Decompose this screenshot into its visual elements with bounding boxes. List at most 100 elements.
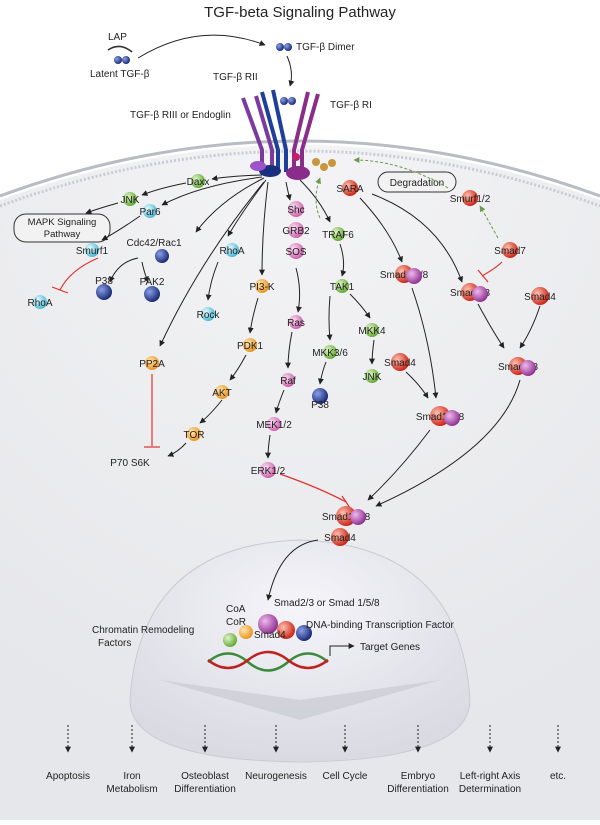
lap-arc: [107, 45, 133, 53]
edge-raf-mek: [274, 389, 285, 414]
label-par6: Par6: [139, 207, 161, 218]
molecule-rock: [201, 307, 215, 321]
inhibit-smurf1-rhoa-bar: [51, 286, 69, 294]
molecule-sara: [342, 180, 358, 196]
edge-rhoa-rock: [205, 261, 219, 301]
edge-akt-tor: [199, 399, 223, 424]
edge-par6-smurf1: [101, 215, 141, 241]
label-tak1: TAK1: [330, 282, 355, 293]
edge-gene-target: [329, 643, 355, 656]
receptor-kinase-purple: [286, 166, 310, 180]
nucleus-chromatin-line2: Factors: [98, 638, 131, 649]
mapk-box: [13, 213, 111, 243]
outcome-label-5: Embryo: [401, 771, 436, 782]
molecule-rhoa1: [33, 295, 47, 309]
label-p38b: P38: [311, 400, 329, 411]
diagram-title: TGF-beta Signaling Pathway: [204, 4, 396, 21]
degradation-label: Degradation: [390, 178, 444, 189]
edge-smad158-final: [367, 429, 431, 501]
inhibit-erk-smad: [279, 473, 347, 503]
edge-sara-smad158: [359, 197, 403, 263]
nucleus-protein-1: [239, 625, 253, 639]
bound-tgfb-ball-a: [280, 97, 288, 105]
edge-pi3k-pdk1: [247, 297, 259, 334]
edge-sara-smad23: [371, 193, 464, 283]
latent-tgfb-ball-a: [114, 56, 122, 64]
mapk-label-line1: MAPK Signaling: [28, 217, 97, 228]
edge-receptor-pi3k: [259, 181, 269, 276]
tgfb-riii-label: TGF-β RIII or Endoglin: [130, 110, 231, 121]
inhibitions: [51, 257, 503, 509]
nucleus-smad23or: Smad2/3 or Smad 1/5/8: [274, 598, 380, 609]
outcome-label-0: Apoptosis: [46, 771, 90, 782]
outcome-label-1: Iron: [123, 771, 140, 782]
edge-pdk1-akt: [229, 354, 247, 381]
molecule-daxx: [191, 174, 205, 188]
molecule-smad7: [502, 242, 518, 258]
label-pp2a: PP2A: [139, 359, 165, 370]
label-rhoa1: RhoA: [27, 298, 52, 309]
label-grb2: GRB2: [282, 226, 310, 237]
edge-receptor-cdc42: [195, 177, 265, 233]
molecule-smad158c: [336, 506, 356, 526]
bound-tgfb-ball-b: [288, 97, 296, 105]
label-smurf1: Smurf1: [76, 246, 109, 257]
edge-jnk-mapk: [85, 202, 119, 215]
receptor-rii: [260, 89, 288, 172]
dimer-to-receptor-arrow: [286, 55, 295, 87]
edge-cdc42-pak2: [141, 261, 149, 283]
phospho-dot: [292, 153, 300, 161]
edge-mkk36-p38: [317, 361, 327, 385]
outcome-label-2: Differentiation: [174, 784, 236, 795]
lap-label: LAP: [108, 32, 127, 43]
molecule-p38b: [312, 388, 328, 404]
edge-receptor-pp2a: [159, 181, 265, 347]
molecule-rhoa2: [225, 243, 239, 257]
molecule-smad4c: [331, 528, 349, 546]
tgfb-dimer-label: TGF-β Dimer: [296, 42, 355, 53]
edge-receptor-traf6: [299, 179, 331, 223]
dna-strand-a: [207, 652, 329, 672]
edge-smad23-final: [375, 379, 521, 507]
inhibit-erk-smad-bar: [341, 495, 351, 509]
outcome-label-6: Left-right Axis: [460, 771, 521, 782]
outcome-label-3: Neurogenesis: [245, 771, 307, 782]
label-smurf12: Smurf1/2: [450, 194, 491, 205]
molecule-mek: [267, 417, 281, 431]
dna-helix: [207, 650, 329, 672]
degraded-fragment-a: [312, 158, 320, 166]
receptor-kinase-violet: [250, 161, 266, 171]
label-p38a: P38: [95, 276, 113, 287]
nucleus-target: Target Genes: [360, 642, 420, 653]
degradation-box: [377, 171, 457, 193]
dna-strand-b: [207, 650, 329, 670]
nucleus-dnabinding: DNA-binding Transcription Factor: [306, 620, 455, 631]
edge-receptor-daxx: [211, 174, 263, 182]
nucleus-protein-0: [223, 633, 237, 647]
edge-tak1-mkk4: [349, 293, 371, 319]
nucleus: [129, 539, 471, 763]
smad-partner-0: [406, 268, 422, 284]
molecule-tor: [187, 427, 201, 441]
edge-traf6-degradation: [315, 177, 321, 219]
molecule-cdc42: [155, 249, 169, 263]
label-mkk4: MKK4: [358, 326, 386, 337]
molecule-mkk36: [323, 345, 337, 359]
edge-smurf12-degradation: [353, 157, 449, 189]
molecule-par6: [143, 204, 157, 218]
molecule-grb2: [288, 222, 304, 238]
molecule-erk: [260, 462, 276, 478]
edge-tor-p70: [167, 442, 187, 457]
molecule-jnk1: [123, 192, 137, 206]
edge-smad23-complex: [477, 303, 505, 349]
outcome-label-1: Metabolism: [106, 784, 157, 795]
molecule-sos: [288, 243, 304, 259]
edge-mek-erk: [265, 434, 272, 459]
molecule-pp2a: [145, 356, 159, 370]
molecule-ras: [289, 315, 303, 329]
edge-ras-raf: [285, 331, 293, 369]
smad-partner-3: [444, 410, 460, 426]
edge-receptor-rhoa: [227, 179, 267, 237]
label-shc: Shc: [287, 205, 304, 216]
